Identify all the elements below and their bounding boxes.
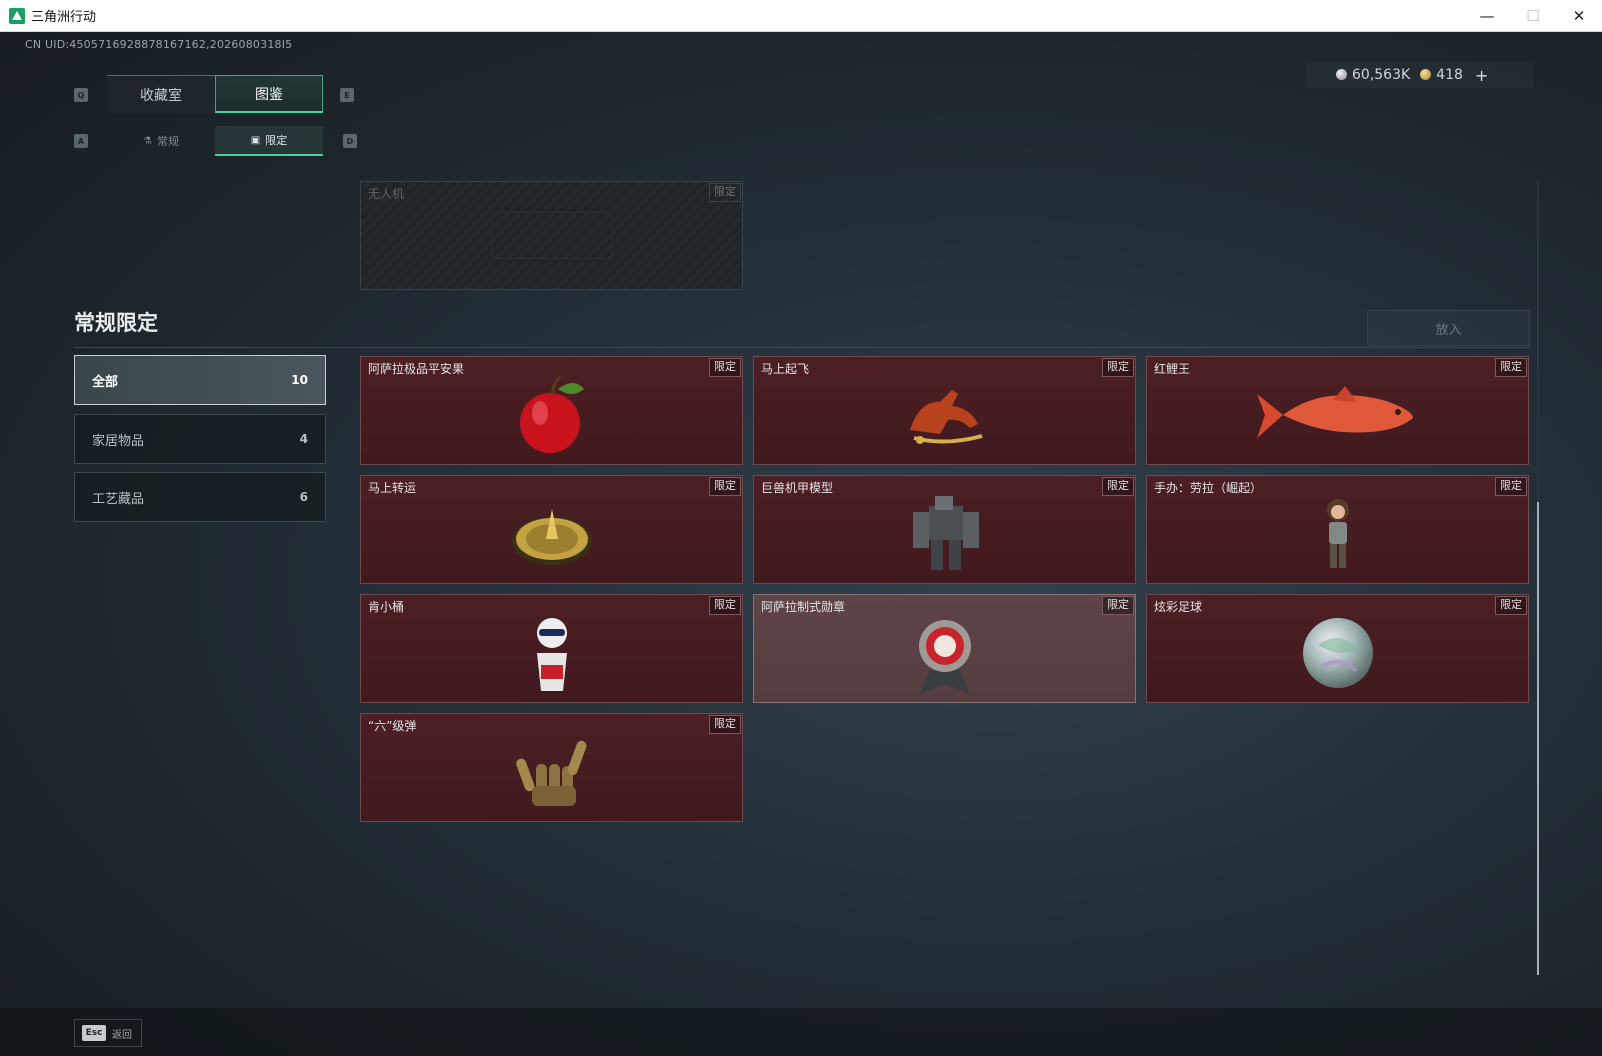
item-name: 红鲤王 bbox=[1154, 362, 1191, 376]
place-button[interactable]: 放入 bbox=[1367, 310, 1530, 346]
back-label: 返回 bbox=[112, 1029, 132, 1041]
silver-amount: 60,563K bbox=[1352, 67, 1411, 83]
currency-panel: 60,563K 418 + bbox=[1306, 62, 1534, 88]
limited-badge: 限定 bbox=[1102, 477, 1134, 496]
horse-icon bbox=[909, 389, 983, 444]
compass-disc-icon bbox=[511, 508, 592, 565]
bottom-bar bbox=[0, 1008, 1602, 1056]
item-card[interactable]: 手办：劳拉（崛起） 限定 bbox=[1146, 475, 1529, 584]
image-icon: ▣ bbox=[250, 134, 261, 146]
limited-badge: 限定 bbox=[709, 715, 741, 734]
hand-sign-icon bbox=[515, 740, 586, 806]
item-name: “六”级弹 bbox=[368, 719, 417, 733]
subtab-limited-label: 限定 bbox=[265, 134, 288, 147]
drone-icon bbox=[491, 212, 613, 259]
key-hint-a: A bbox=[74, 134, 88, 148]
soccer-ball-icon bbox=[1302, 617, 1373, 688]
subtab-regular-label: 常规 bbox=[156, 135, 179, 148]
app-logo-icon bbox=[9, 7, 25, 24]
limited-badge: 限定 bbox=[709, 477, 741, 496]
close-button[interactable]: ✕ bbox=[1572, 6, 1586, 25]
scrollbar-thumb[interactable] bbox=[1537, 502, 1539, 975]
item-card[interactable]: 马上起飞 限定 bbox=[753, 356, 1136, 465]
esc-key-icon: Esc bbox=[82, 1025, 106, 1041]
section-title: 常规限定 bbox=[74, 311, 158, 335]
tab-codex[interactable]: 图鉴 bbox=[215, 75, 323, 113]
figure-icon bbox=[1326, 498, 1349, 568]
limited-badge: 限定 bbox=[1495, 596, 1527, 615]
medal-icon bbox=[918, 619, 971, 694]
window-controls: — ☐ ✕ bbox=[1464, 0, 1602, 31]
subtab-limited[interactable]: ▣ 限定 bbox=[215, 126, 323, 156]
key-hint-d: D bbox=[343, 134, 357, 148]
category-home-goods[interactable]: 家居物品 4 bbox=[74, 414, 326, 464]
primary-tabs: 收藏室 图鉴 bbox=[107, 75, 323, 113]
item-card[interactable]: 巨兽机甲模型 限定 bbox=[753, 475, 1136, 584]
category-count: 4 bbox=[299, 432, 308, 446]
item-name: 炫彩足球 bbox=[1154, 600, 1203, 614]
section-divider bbox=[74, 347, 1530, 348]
key-hint-q: Q bbox=[74, 88, 88, 102]
item-card[interactable]: 阿萨拉极品平安果 限定 bbox=[360, 356, 743, 465]
subtab-regular[interactable]: ⚗ 常规 bbox=[107, 126, 215, 156]
silver-coin-icon bbox=[1336, 69, 1347, 80]
window-title: 三角洲行动 bbox=[31, 10, 97, 25]
category-label: 全部 bbox=[92, 374, 119, 390]
category-crafts[interactable]: 工艺藏品 6 bbox=[74, 472, 326, 522]
apple-icon bbox=[519, 375, 584, 453]
category-label: 家居物品 bbox=[92, 433, 145, 449]
maximize-button[interactable]: ☐ bbox=[1526, 6, 1540, 25]
flask-icon: ⚗ bbox=[143, 135, 152, 147]
item-card[interactable]: 肯小桶 限定 bbox=[360, 594, 743, 703]
add-currency-button[interactable]: + bbox=[1474, 65, 1489, 85]
item-name: 阿萨拉制式勋章 bbox=[761, 600, 846, 614]
item-name: 阿萨拉极品平安果 bbox=[368, 362, 465, 376]
limited-badge: 限定 bbox=[1102, 596, 1134, 615]
item-name: 巨兽机甲模型 bbox=[761, 481, 834, 495]
mecha-icon bbox=[912, 495, 979, 570]
user-uid: CN UID:4505716928878167162,2026080318I5 bbox=[25, 38, 293, 51]
category-label: 工艺藏品 bbox=[92, 491, 145, 507]
gold-coin-icon bbox=[1420, 69, 1432, 80]
back-button[interactable]: Esc 返回 bbox=[74, 1019, 142, 1047]
category-count: 10 bbox=[291, 373, 308, 387]
title-bar: 三角洲行动 — ☐ ✕ bbox=[0, 0, 1602, 32]
drone-card[interactable]: 无人机 限定 bbox=[360, 181, 743, 290]
tab-collection-room[interactable]: 收藏室 bbox=[107, 75, 215, 113]
item-card[interactable]: 马上转运 限定 bbox=[360, 475, 743, 584]
item-card[interactable]: “六”级弹 限定 bbox=[360, 713, 743, 822]
limited-badge: 限定 bbox=[709, 596, 741, 615]
koi-fish-icon bbox=[1256, 385, 1413, 438]
silver-currency: 60,563K bbox=[1336, 67, 1410, 83]
item-card-selected[interactable]: 阿萨拉制式勋章 限定 bbox=[753, 594, 1136, 703]
limited-badge: 限定 bbox=[1495, 358, 1527, 377]
item-name: 肯小桶 bbox=[368, 600, 405, 614]
key-hint-e: E bbox=[340, 88, 354, 102]
item-card[interactable]: 红鲤王 限定 bbox=[1146, 356, 1529, 465]
item-name: 手办：劳拉（崛起） bbox=[1154, 481, 1263, 495]
category-all[interactable]: 全部 10 bbox=[74, 355, 326, 405]
bucket-mascot-icon bbox=[536, 617, 567, 691]
secondary-tabs: ⚗ 常规 ▣ 限定 bbox=[107, 126, 323, 156]
limited-badge: 限定 bbox=[1495, 477, 1527, 496]
limited-badge: 限定 bbox=[1102, 358, 1134, 377]
gold-currency: 418 bbox=[1420, 67, 1463, 83]
drone-card-name: 无人机 bbox=[368, 187, 405, 201]
item-name: 马上转运 bbox=[368, 481, 417, 495]
limited-badge: 限定 bbox=[709, 358, 741, 377]
minimize-button[interactable]: — bbox=[1479, 6, 1495, 25]
drone-card-tag: 限定 bbox=[709, 183, 741, 202]
category-count: 6 bbox=[299, 490, 308, 504]
item-name: 马上起飞 bbox=[761, 362, 810, 376]
item-card[interactable]: 炫彩足球 限定 bbox=[1146, 594, 1529, 703]
gold-amount: 418 bbox=[1436, 67, 1463, 83]
